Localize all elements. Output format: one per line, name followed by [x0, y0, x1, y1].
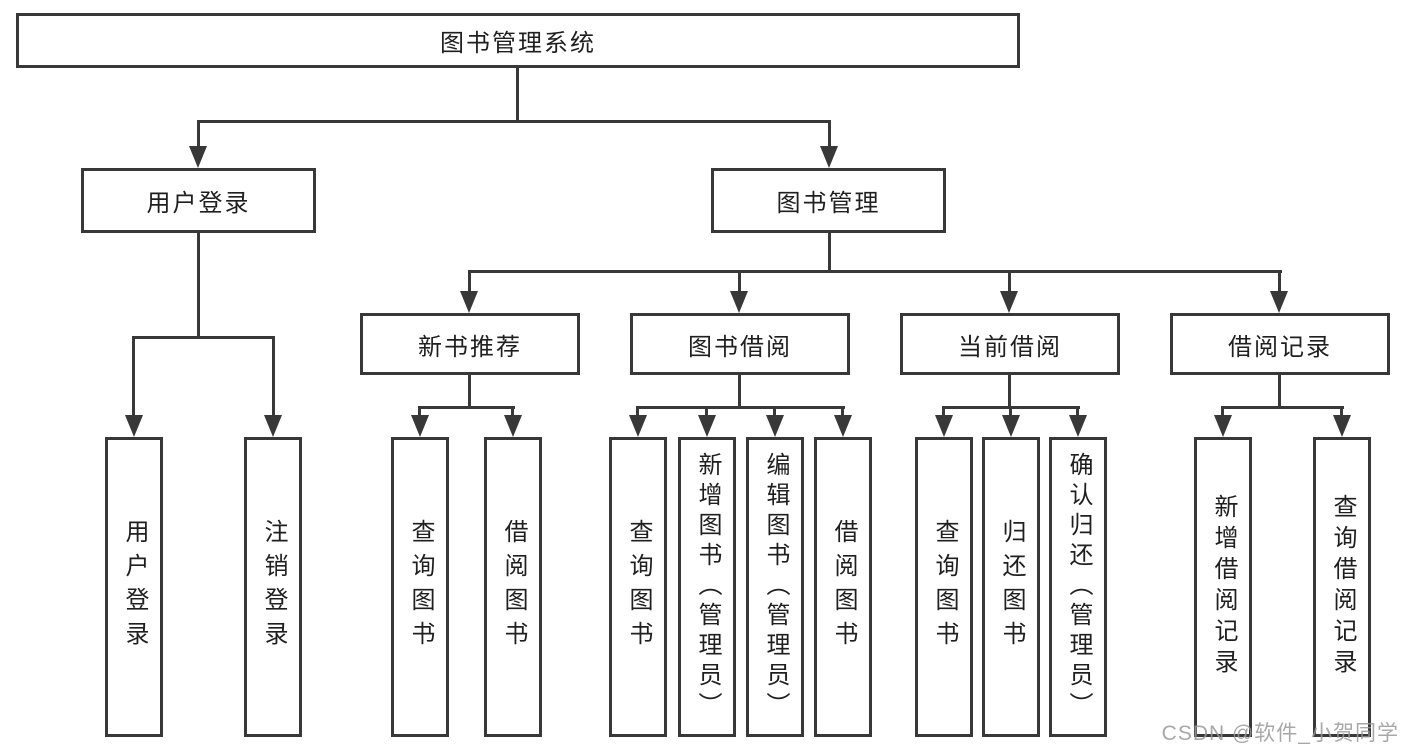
node-book-management: 图书管理 — [711, 168, 946, 233]
arrow-down-icon — [504, 415, 522, 437]
leaf-add-borrow-record: 新增借阅记录 — [1194, 437, 1252, 737]
leaf-edit-book-admin: 编辑图书（管理员） — [746, 437, 804, 737]
connector-line — [828, 120, 831, 148]
connector-line — [636, 406, 845, 409]
node-book-borrow: 图书借阅 — [630, 313, 850, 375]
connector-line — [828, 233, 831, 273]
connector-line — [197, 120, 200, 148]
connector-line — [1278, 375, 1281, 409]
connector-line — [705, 406, 708, 417]
arrow-down-icon — [411, 415, 429, 437]
connector-line — [1340, 406, 1343, 417]
leaf-user-login: 用户登录 — [105, 437, 163, 737]
leaf-confirm-return-admin: 确认归还（管理员） — [1049, 437, 1107, 737]
arrow-down-icon — [935, 415, 953, 437]
arrow-down-icon — [834, 415, 852, 437]
connector-line — [468, 270, 471, 293]
leaf-query-books-borrow: 查询图书 — [609, 437, 667, 737]
leaf-add-book-admin: 新增图书（管理员） — [678, 437, 736, 737]
leaf-borrow-books-borrow: 借阅图书 — [814, 437, 872, 737]
connector-line — [1221, 406, 1224, 417]
connector-line — [418, 406, 515, 409]
connector-line — [468, 375, 471, 409]
arrow-down-icon — [264, 415, 282, 437]
leaf-borrow-books-recommend: 借阅图书 — [484, 437, 542, 737]
leaf-query-borrow-record: 查询借阅记录 — [1313, 437, 1371, 737]
arrow-down-icon — [698, 415, 716, 437]
node-user-login: 用户登录 — [81, 168, 316, 233]
node-root: 图书管理系统 — [16, 13, 1020, 68]
connector-line — [516, 68, 519, 122]
arrow-down-icon — [766, 415, 784, 437]
arrow-down-icon — [1000, 291, 1018, 313]
arrow-down-icon — [1270, 291, 1288, 313]
connector-line — [1008, 270, 1011, 293]
connector-line — [132, 336, 275, 339]
arrow-down-icon — [189, 146, 207, 168]
leaf-logout: 注销登录 — [244, 437, 302, 737]
connector-line — [738, 270, 741, 293]
leaf-query-books-current: 查询图书 — [915, 437, 973, 737]
arrow-down-icon — [1069, 415, 1087, 437]
connector-line — [418, 406, 421, 417]
watermark: CSDN @软件_小贺同学 — [1161, 722, 1399, 745]
connector-line — [272, 336, 275, 417]
arrow-down-icon — [1333, 415, 1351, 437]
connector-line — [773, 406, 776, 417]
arrow-down-icon — [629, 415, 647, 437]
connector-line — [511, 406, 514, 417]
connector-line — [197, 233, 200, 339]
arrow-down-icon — [1002, 415, 1020, 437]
connector-line — [1008, 375, 1011, 409]
leaf-return-book: 归还图书 — [982, 437, 1040, 737]
node-new-book-recommend: 新书推荐 — [360, 313, 580, 375]
arrow-down-icon — [125, 415, 143, 437]
connector-line — [1221, 406, 1344, 409]
connector-line — [1076, 406, 1079, 417]
arrow-down-icon — [1214, 415, 1232, 437]
connector-line — [197, 120, 831, 123]
connector-line — [738, 375, 741, 409]
arrow-down-icon — [730, 291, 748, 313]
node-borrow-records: 借阅记录 — [1170, 313, 1390, 375]
connector-line — [132, 336, 135, 417]
connector-line — [1278, 270, 1281, 293]
leaf-query-books-recommend: 查询图书 — [391, 437, 449, 737]
arrow-down-icon — [460, 291, 478, 313]
connector-line — [636, 406, 639, 417]
arrow-down-icon — [820, 146, 838, 168]
node-current-borrow: 当前借阅 — [900, 313, 1120, 375]
connector-line — [468, 270, 1282, 273]
connector-line — [942, 406, 945, 417]
connector-line — [841, 406, 844, 417]
connector-line — [1009, 406, 1012, 417]
